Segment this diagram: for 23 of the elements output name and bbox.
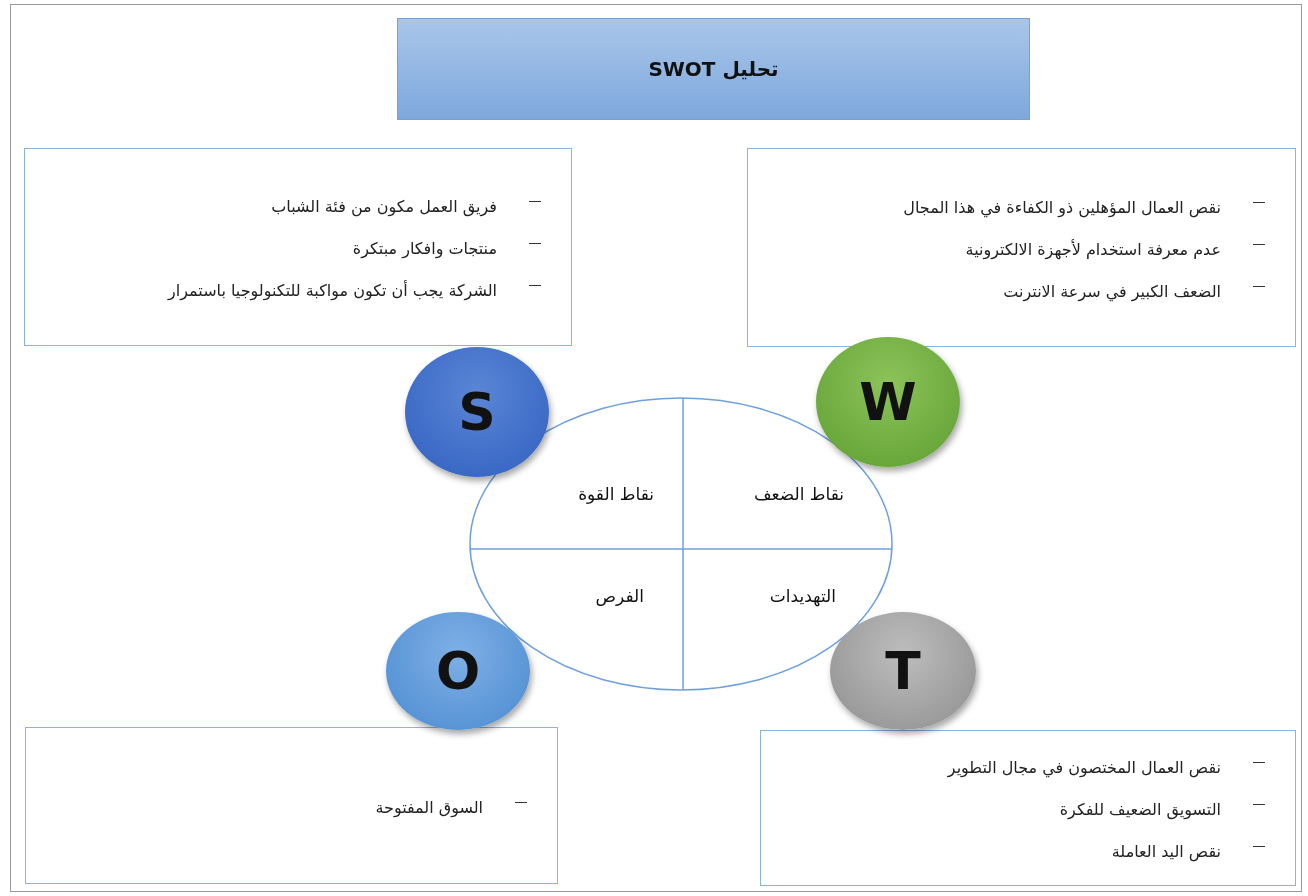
text-panel [760, 730, 1296, 886]
list-item-text: الضعف الكبير في سرعة الانترنت [1003, 280, 1221, 304]
list-item-text: منتجات وافكار مبتكرة [352, 238, 497, 261]
list-item-text: عدم معرفة استخدام لأجهزة الالكترونية [965, 238, 1221, 262]
list-item-text: نقص العمال المختصون في مجال التطوير [947, 757, 1221, 780]
list-item-text: الشركة يجب أن تكون مواكبة للتكنولوجيا باستمرار [168, 279, 497, 303]
list-item-text: السوق المفتوحة [375, 796, 483, 820]
quadrant-label: نقاط القوة [578, 484, 654, 504]
quadrant-label: نقاط الضعف [753, 484, 844, 504]
list-item-text: نقص العمال المؤهلين ذو الكفاءة في هذا المجال [903, 196, 1221, 220]
list-item-text: فريق العمل مكون من فئة الشباب [271, 196, 497, 219]
quadrant-label: التهديدات [769, 586, 836, 606]
letter-circle: T [830, 612, 976, 730]
list-item-text: نقص اليد العاملة [1111, 841, 1221, 864]
text-panel [747, 148, 1296, 347]
letter-circle: W [816, 337, 960, 467]
list-item-text: التسويق الضعيف للفكرة [1059, 799, 1221, 822]
letter-circle: O [386, 612, 530, 730]
text-panel [25, 727, 558, 884]
quadrant-label: الفرص [595, 586, 644, 606]
letter-circle: S [405, 347, 549, 477]
title-box: تحليل SWOT [397, 18, 1030, 120]
text-panel [24, 148, 572, 346]
